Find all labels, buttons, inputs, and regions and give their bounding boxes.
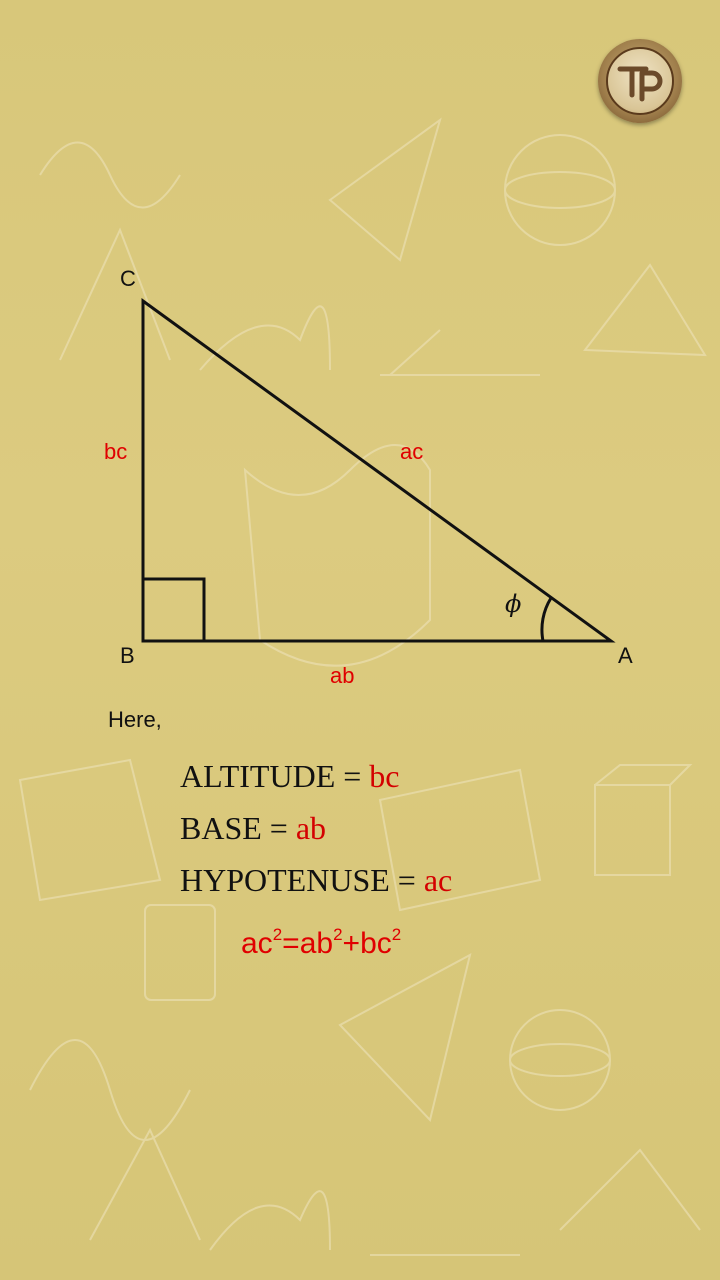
formula-exponent: 2 — [272, 925, 283, 944]
definition-hypotenuse: HYPOTENUSE = ac — [180, 862, 452, 899]
right-triangle-diagram — [141, 298, 616, 643]
formula-exponent: 2 — [391, 925, 402, 944]
right-angle-marker — [141, 577, 206, 643]
triangle-outline — [141, 298, 616, 643]
definition-value: ac — [423, 862, 453, 898]
formula-term: ab — [299, 927, 334, 960]
formula-term: bc — [360, 927, 392, 960]
side-label-base: ab — [330, 663, 355, 688]
vertex-label-c: C — [120, 266, 136, 291]
vertex-label-a: A — [618, 643, 633, 668]
angle-arc — [540, 597, 553, 642]
formula-plus: + — [342, 927, 361, 960]
definition-value: bc — [369, 758, 400, 794]
formula-equals: = — [282, 927, 300, 960]
definition-term: BASE = — [180, 810, 296, 846]
side-label-altitude: bc — [104, 439, 128, 464]
formula-term: ac — [241, 927, 273, 960]
vertex-label-b: B — [120, 643, 135, 668]
tp-logo-icon[interactable] — [598, 39, 682, 123]
logo-emblem — [606, 47, 674, 115]
pythagoras-formula: ac2=ab2+bc2 — [241, 925, 401, 961]
definition-base: BASE = ab — [180, 810, 326, 847]
definition-value: ab — [295, 810, 327, 846]
formula-exponent: 2 — [333, 925, 343, 944]
intro-text: Here, — [108, 707, 162, 732]
logo-letters-icon — [617, 66, 663, 102]
side-label-hypotenuse: ac — [400, 439, 424, 464]
definition-altitude: ALTITUDE = bc — [180, 758, 399, 795]
angle-symbol: ϕ — [505, 590, 522, 618]
definition-term: ALTITUDE = — [180, 758, 370, 794]
definition-term: HYPOTENUSE = — [180, 862, 424, 898]
